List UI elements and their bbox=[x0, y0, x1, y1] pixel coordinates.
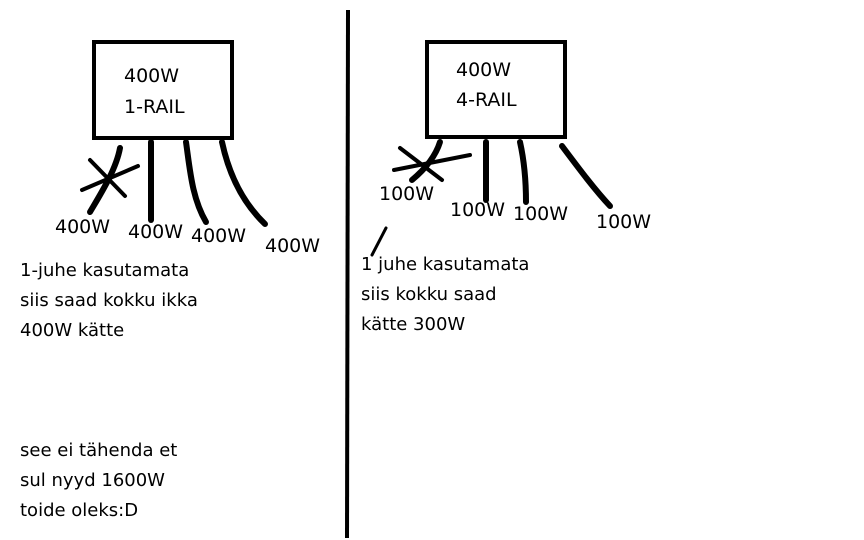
right-wire-label-2: 100W bbox=[450, 199, 505, 221]
left-wire-label-2: 400W bbox=[128, 221, 183, 243]
left-wire-label-1: 400W bbox=[55, 216, 110, 238]
right-note-1: 1 juhe kasutamata siis kokku saad kätte … bbox=[361, 250, 529, 340]
right-box-line1: 400W bbox=[456, 59, 511, 81]
right-pointer-stroke bbox=[370, 226, 388, 257]
left-note-1: 1-juhe kasutamata siis saad kokku ikka 4… bbox=[20, 256, 198, 346]
left-wire-3 bbox=[183, 139, 209, 225]
left-psu-box bbox=[92, 40, 234, 140]
left-wire-4 bbox=[219, 139, 268, 227]
left-wire-1 bbox=[87, 145, 123, 215]
left-note-1-line: 1-juhe kasutamata bbox=[20, 260, 190, 281]
right-cross-mark bbox=[392, 146, 472, 182]
right-note-1-line: 1 juhe kasutamata bbox=[361, 254, 530, 275]
right-wire-3 bbox=[517, 139, 529, 205]
right-wire-label-1: 100W bbox=[379, 183, 434, 205]
left-wire-label-4: 400W bbox=[265, 235, 320, 257]
left-note-2-line: sul nyyd 1600W bbox=[20, 470, 165, 491]
left-box-line1: 400W bbox=[124, 65, 179, 87]
left-note-2-line: see ei tähenda et bbox=[20, 440, 178, 461]
right-wire-label-3: 100W bbox=[513, 203, 568, 225]
left-note-2: see ei tähenda et sul nyyd 1600W toide o… bbox=[20, 436, 177, 526]
left-wire-label-3: 400W bbox=[191, 225, 246, 247]
left-note-1-line: 400W kätte bbox=[20, 320, 125, 341]
right-wire-4 bbox=[559, 143, 613, 209]
left-cross-mark bbox=[80, 158, 140, 198]
divider-line bbox=[345, 9, 350, 539]
right-wire-label-4: 100W bbox=[596, 211, 651, 233]
right-box-line2: 4-RAIL bbox=[456, 89, 517, 111]
right-note-1-line: kätte 300W bbox=[361, 314, 466, 335]
left-note-1-line: siis saad kokku ikka bbox=[20, 290, 198, 311]
left-note-2-line: toide oleks:D bbox=[20, 500, 139, 521]
right-note-1-line: siis kokku saad bbox=[361, 284, 497, 305]
left-box-line2: 1-RAIL bbox=[124, 96, 185, 118]
right-psu-box bbox=[425, 40, 567, 139]
